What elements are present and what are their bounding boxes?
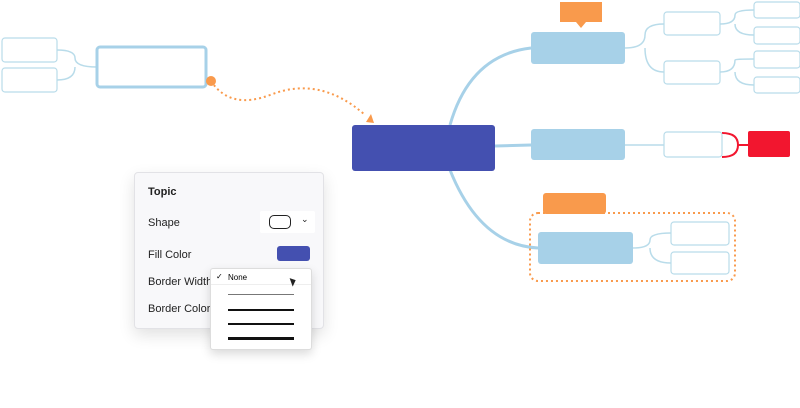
option-thick[interactable]	[228, 323, 294, 325]
shape-select[interactable]: ⌄	[260, 211, 315, 233]
panel-title: Topic	[148, 186, 177, 198]
option-none-label: None	[228, 273, 248, 282]
main-topic-2[interactable]	[531, 129, 625, 160]
shape-label: Shape	[148, 217, 180, 229]
border-width-dropdown: ✓ None	[210, 268, 312, 350]
main-topic-1[interactable]	[531, 32, 625, 64]
branch-top	[448, 46, 532, 126]
option-none[interactable]: ✓ None	[211, 269, 311, 287]
main-topic-3[interactable]	[538, 232, 633, 264]
option-medium[interactable]	[228, 309, 294, 311]
option-extra-thick[interactable]	[228, 337, 294, 340]
option-thin[interactable]	[228, 294, 294, 295]
fill-color-label: Fill Color	[148, 249, 192, 261]
border-width-label: Border Width	[148, 276, 213, 288]
check-icon: ✓	[216, 272, 223, 281]
rounded-rect-icon	[269, 215, 291, 229]
chevron-down-icon: ⌄	[301, 214, 309, 224]
relationship-line[interactable]	[210, 80, 366, 116]
callout-label[interactable]	[560, 2, 602, 28]
boundary	[529, 212, 736, 282]
border-color-label: Border Color	[148, 303, 211, 315]
fill-color-swatch[interactable]	[277, 246, 310, 261]
floating-topic[interactable]	[95, 45, 208, 89]
cursor-icon	[289, 276, 298, 287]
central-topic[interactable]	[352, 125, 495, 171]
branch-bottom	[448, 169, 539, 250]
summary-label[interactable]	[543, 193, 606, 214]
red-topic[interactable]	[748, 131, 790, 157]
branch-middle	[494, 143, 532, 148]
